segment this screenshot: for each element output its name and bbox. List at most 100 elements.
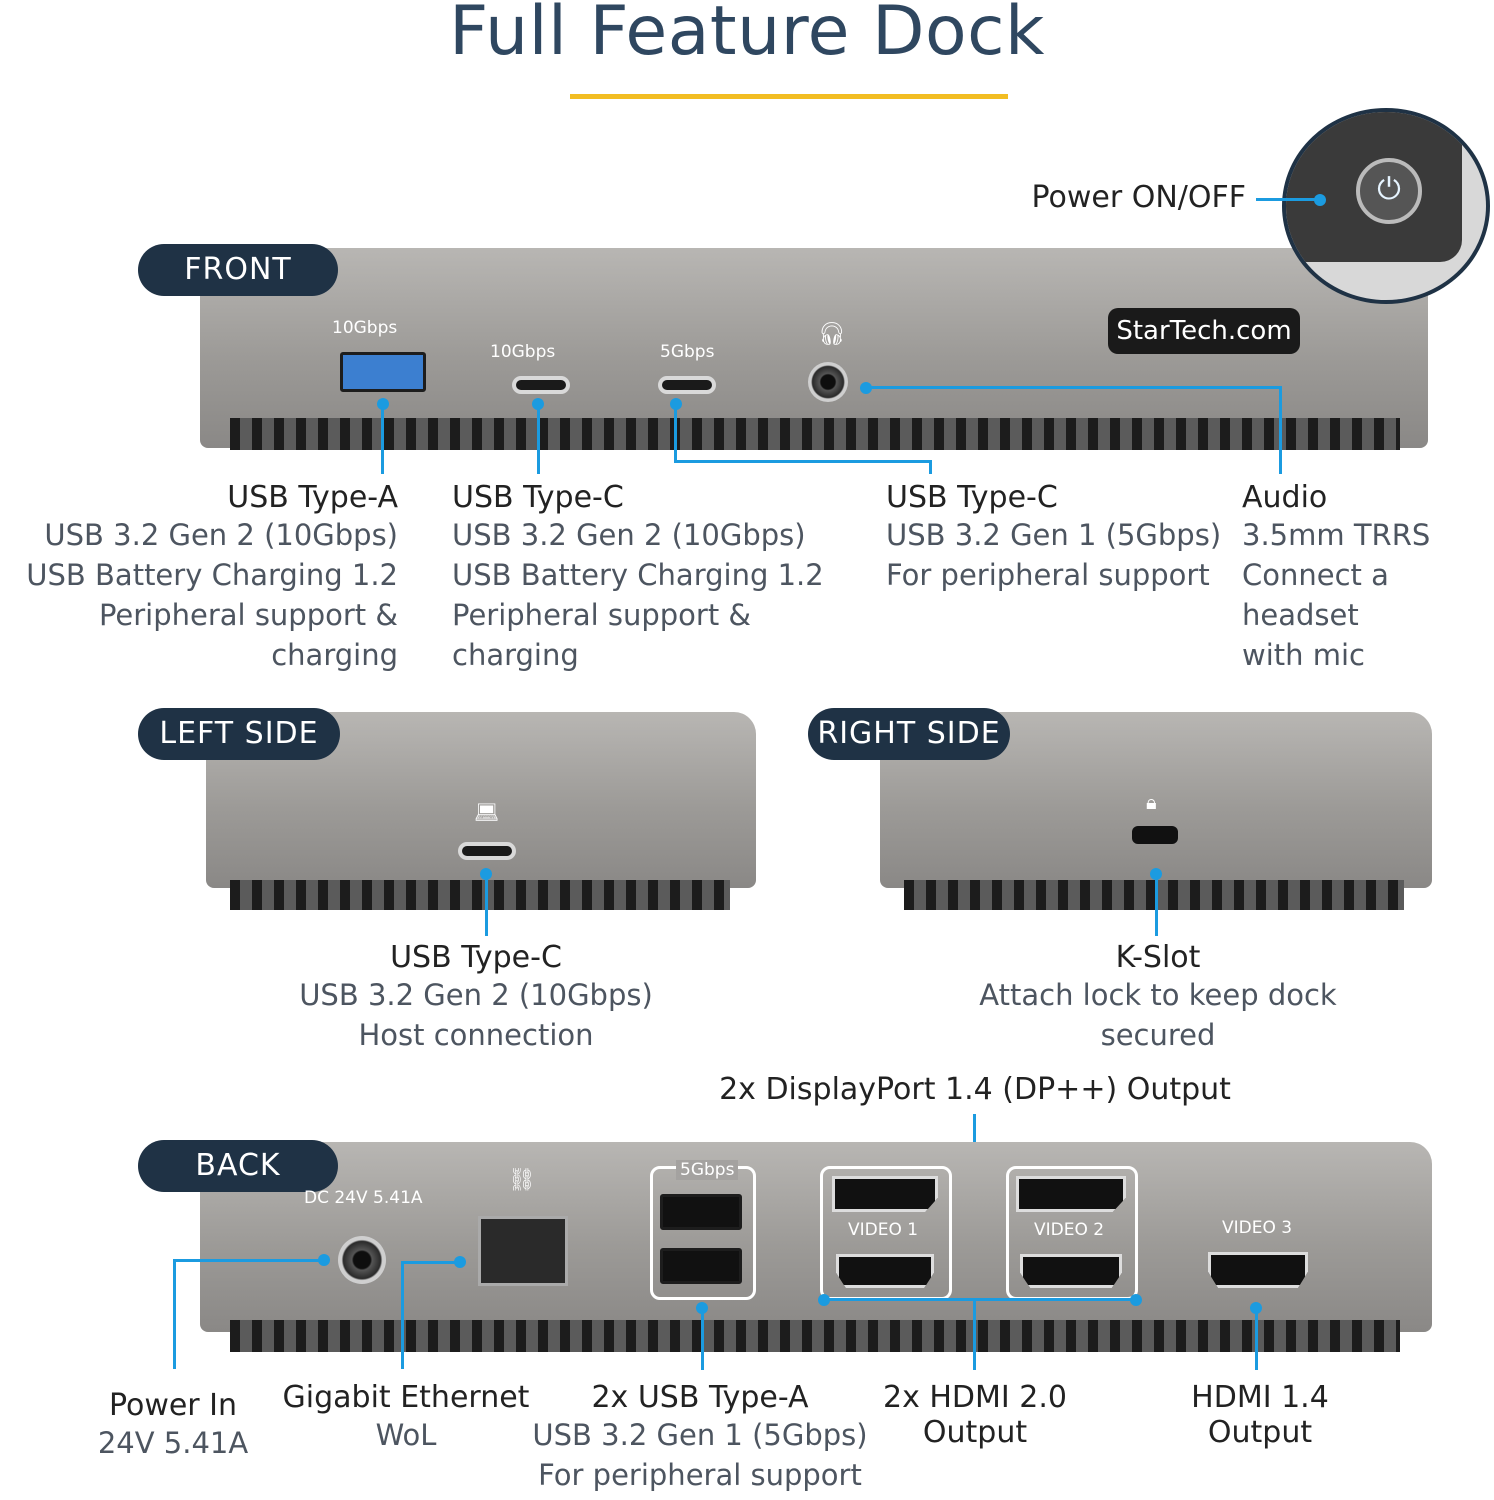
audio-leader-h: [866, 386, 1282, 389]
back-label-power-line1: 24V 5.41A: [97, 1426, 249, 1460]
back-dock: [200, 1142, 1432, 1332]
back-label-ethernet-line1: WoL: [375, 1418, 437, 1452]
right-leader: [1155, 874, 1158, 936]
back-label-power-title: Power In: [108, 1388, 238, 1423]
displayport-2: [1016, 1176, 1126, 1212]
startech-logo: StarTech.com: [1108, 308, 1300, 354]
back-label-hdmi14-line1: Output: [1207, 1415, 1313, 1450]
front-label-usb-c2: USB Type-C USB 3.2 Gen 1 (5Gbps) For per…: [886, 480, 1226, 595]
power-in-leader-v: [173, 1259, 176, 1369]
port-tag-front-c1: 10Gbps: [490, 342, 556, 362]
section-label-left: LEFT SIDE: [138, 708, 340, 760]
front-c1-leader: [537, 404, 540, 474]
headset-icon: 🎧︎: [818, 322, 846, 347]
power-in-dot: [318, 1254, 330, 1266]
front-vents: [230, 418, 1400, 450]
usb-a-port-back-top: [660, 1194, 742, 1230]
page-title: Full Feature Dock: [449, 0, 1045, 71]
front-label-usb-a-line3: Peripheral support & charging: [98, 598, 398, 672]
title-underline: [570, 94, 1008, 99]
power-leader-dot: [1314, 194, 1326, 206]
port-tag-video3: VIDEO 3: [1222, 1218, 1293, 1238]
left-vents: [230, 880, 730, 910]
back-label-hdmi20-title: 2x HDMI 2.0: [882, 1380, 1067, 1415]
section-label-back: BACK: [138, 1140, 338, 1192]
front-label-usb-a: USB Type-A USB 3.2 Gen 2 (10Gbps) USB Ba…: [0, 480, 398, 675]
host-usb-c-port: [458, 842, 516, 860]
usb-c-port-10g: [512, 376, 570, 394]
back-label-ethernet: Gigabit Ethernet WoL: [276, 1380, 536, 1455]
right-vents: [904, 880, 1404, 910]
section-label-front: FRONT: [138, 244, 338, 296]
front-label-audio-line3: with mic: [1242, 638, 1365, 672]
left-label-line2: Host connection: [358, 1018, 594, 1052]
audio-jack: [808, 362, 848, 402]
power-leader: [1256, 198, 1318, 201]
front-label-usb-c2-title: USB Type-C: [886, 480, 1058, 515]
front-label-usb-c1-line3: Peripheral support & charging: [452, 598, 752, 672]
front-label-audio-title: Audio: [1242, 480, 1328, 515]
right-label-line1: Attach lock to keep dock secured: [979, 978, 1337, 1052]
back-label-hdmi14-title: HDMI 1.4: [1191, 1380, 1329, 1415]
port-tag-front-c2: 5Gbps: [660, 342, 715, 362]
back-label-ethernet-title: Gigabit Ethernet: [282, 1380, 530, 1415]
back-label-hdmi20: 2x HDMI 2.0 Output: [860, 1380, 1090, 1450]
usb-a-port-back-bottom: [660, 1248, 742, 1284]
front-label-usb-c1-title: USB Type-C: [452, 480, 624, 515]
left-label: USB Type-C USB 3.2 Gen 2 (10Gbps) Host c…: [276, 940, 676, 1055]
back-label-hdmi14: HDMI 1.4 Output: [1160, 1380, 1360, 1450]
front-label-usb-c1-line1: USB 3.2 Gen 2 (10Gbps): [452, 518, 806, 552]
hdmi-3: [1208, 1252, 1308, 1288]
front-label-audio: Audio 3.5mm TRRS Connect a headset with …: [1242, 480, 1492, 675]
back-label-usb-line1: USB 3.2 Gen 1 (5Gbps): [532, 1418, 868, 1452]
section-label-right: RIGHT SIDE: [808, 708, 1010, 760]
front-label-usb-a-line2: USB Battery Charging 1.2: [26, 558, 398, 592]
right-label-title: K-Slot: [1115, 940, 1201, 975]
back-label-hdmi20-line1: Output: [922, 1415, 1028, 1450]
ethernet-port: [478, 1216, 568, 1286]
back-label-usb: 2x USB Type-A USB 3.2 Gen 1 (5Gbps) For …: [520, 1380, 880, 1495]
displayport-1: [832, 1176, 938, 1212]
dp-leader-v: [973, 1114, 976, 1156]
port-tag-dc: DC 24V 5.41A: [304, 1188, 423, 1208]
power-button[interactable]: ⏻: [1356, 158, 1422, 224]
usb-a-port: [340, 352, 426, 392]
back-label-usb-line2: For peripheral support: [538, 1458, 862, 1492]
network-icon: ⛓︎: [508, 1168, 536, 1193]
front-c2-leader-v2: [929, 460, 932, 474]
left-label-line1: USB 3.2 Gen 2 (10Gbps): [299, 978, 653, 1012]
usb-c-port-5g: [658, 376, 716, 394]
hdmi-1: [836, 1254, 934, 1288]
front-label-usb-c1: USB Type-C USB 3.2 Gen 2 (10Gbps) USB Ba…: [452, 480, 872, 675]
right-label: K-Slot Attach lock to keep dock secured: [918, 940, 1398, 1055]
back-vents: [230, 1320, 1400, 1352]
dp-title: 2x DisplayPort 1.4 (DP++) Output: [719, 1072, 1231, 1107]
back-label-usb-title: 2x USB Type-A: [591, 1380, 809, 1415]
hdmi20-leader-v: [973, 1298, 976, 1370]
front-c2-leader-v: [674, 404, 677, 462]
ethernet-leader-v: [401, 1261, 404, 1369]
left-leader: [485, 874, 488, 936]
front-label-usb-a-title: USB Type-A: [227, 480, 398, 515]
power-label: Power ON/OFF: [1031, 180, 1246, 215]
port-tag-video2: VIDEO 2: [1034, 1220, 1105, 1240]
ethernet-dot: [454, 1256, 466, 1268]
front-label-usb-c1-line2: USB Battery Charging 1.2: [452, 558, 824, 592]
port-tag-video1: VIDEO 1: [848, 1220, 919, 1240]
lock-icon: 🔒︎: [1146, 790, 1157, 814]
dc-jack: [338, 1236, 386, 1284]
power-zoom: ⏻: [1282, 108, 1490, 304]
hdmi14-leader: [1255, 1308, 1258, 1370]
k-slot: [1132, 826, 1178, 844]
audio-leader-v: [1279, 386, 1282, 474]
laptop-icon: 💻︎: [474, 800, 500, 824]
front-label-audio-line1: 3.5mm TRRS: [1242, 518, 1431, 552]
hdmi-2: [1020, 1254, 1122, 1288]
power-in-leader-h: [174, 1259, 320, 1262]
ethernet-leader-h: [402, 1261, 456, 1264]
port-tag-back-usb: 5Gbps: [676, 1160, 739, 1180]
front-label-usb-c2-line1: USB 3.2 Gen 1 (5Gbps): [886, 518, 1222, 552]
front-label-usb-c2-line2: For peripheral support: [886, 558, 1210, 592]
left-label-title: USB Type-C: [390, 940, 562, 975]
hdmi20-leader-h: [822, 1298, 1138, 1301]
